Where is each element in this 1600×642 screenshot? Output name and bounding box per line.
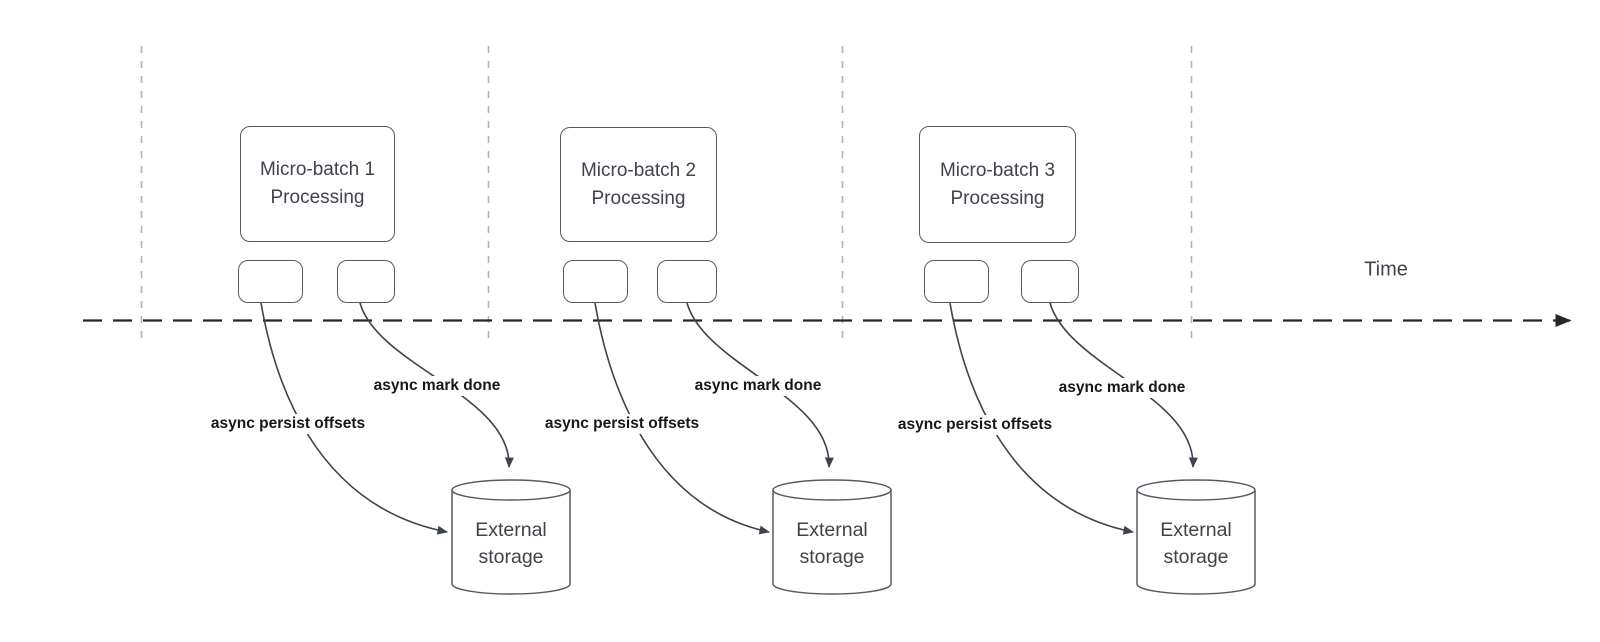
external-storage-label-line2: storage: [1163, 546, 1229, 568]
mark-done-label: async mark done: [1055, 378, 1189, 398]
external-storage-label-line1: External: [796, 519, 868, 541]
async-task-box-right: [1021, 260, 1079, 303]
external-storage-label-line1: External: [475, 519, 547, 541]
persist-offsets-curve: [260, 302, 448, 535]
external-storage-cylinder: [451, 479, 571, 595]
persist-offsets-label: async persist offsets: [207, 414, 369, 434]
external-storage-label-line1: External: [1160, 519, 1232, 541]
persist-offsets-curve: [594, 302, 770, 535]
external-storage-label: External storage: [796, 517, 868, 571]
async-task-box-left: [238, 260, 303, 303]
external-storage-cylinder: [1136, 479, 1256, 595]
external-storage-label: External storage: [1160, 517, 1232, 571]
async-task-box-left: [924, 260, 989, 303]
time-axis-label: Time: [1364, 258, 1408, 281]
external-storage-label-line2: storage: [799, 546, 865, 568]
persist-offsets-curve: [949, 302, 1134, 535]
micro-batch-box: Micro-batch 1 Processing: [240, 126, 395, 242]
micro-batch-label-line2: Processing: [270, 187, 365, 208]
mark-done-label: async mark done: [691, 376, 825, 396]
persist-offsets-label: async persist offsets: [541, 414, 703, 434]
async-task-box-left: [563, 260, 628, 303]
external-storage-label: External storage: [475, 517, 547, 571]
micro-batch-label-line2: Processing: [950, 187, 1045, 209]
micro-batch-label-line2: Processing: [591, 187, 686, 209]
external-storage-cylinder: [772, 479, 892, 595]
async-task-box-right: [337, 260, 395, 303]
external-storage-label-line2: storage: [478, 546, 544, 568]
mark-done-label: async mark done: [370, 376, 504, 396]
async-task-box-right: [657, 260, 717, 303]
micro-batch-label-line1: Micro-batch 2: [580, 159, 697, 181]
persist-offsets-label: async persist offsets: [894, 415, 1056, 435]
micro-batch-label-line1: Micro-batch 1: [259, 159, 376, 180]
micro-batch-box: Micro-batch 2 Processing: [560, 127, 717, 242]
micro-batch-box: Micro-batch 3 Processing: [919, 126, 1076, 243]
micro-batch-label-line1: Micro-batch 3: [939, 159, 1056, 181]
